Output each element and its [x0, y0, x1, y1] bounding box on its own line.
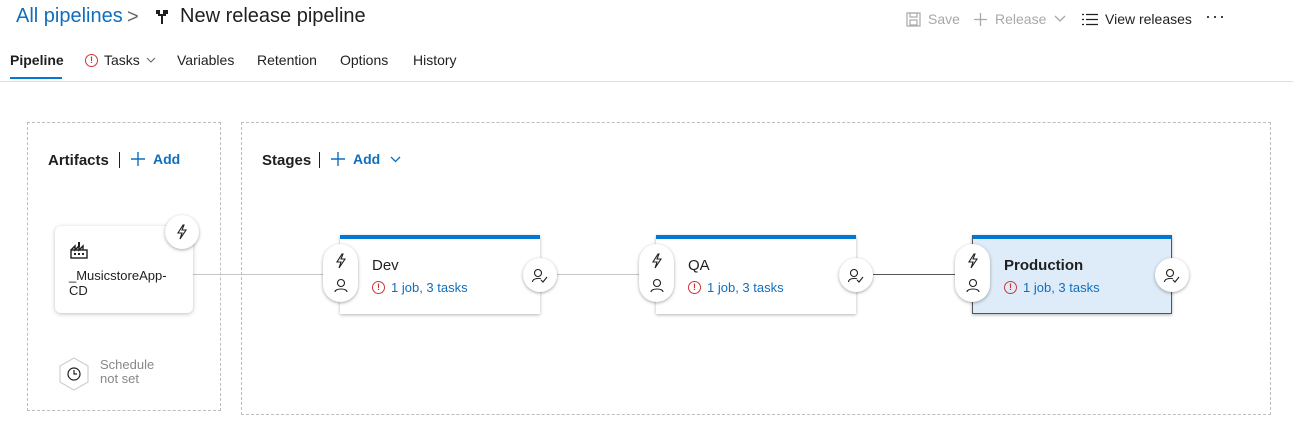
- schedule-status: Schedule not set: [100, 358, 154, 386]
- save-icon: [906, 11, 921, 27]
- divider: [319, 152, 320, 168]
- chevron-down-icon: [1054, 15, 1066, 22]
- lightning-icon: [335, 253, 346, 269]
- release-pipeline-icon: [156, 10, 168, 24]
- stages-panel: [241, 122, 1271, 415]
- stages-title: Stages: [262, 152, 312, 169]
- stage-tasks-label: 1 job, 3 tasks: [391, 280, 468, 295]
- stage-tasks-label: 1 job, 3 tasks: [1023, 280, 1100, 295]
- add-artifact-label: Add: [153, 151, 181, 167]
- tab-options[interactable]: Options: [340, 52, 389, 68]
- plus-icon: [974, 12, 987, 26]
- lightning-icon: [651, 253, 662, 269]
- connector-line: [873, 274, 955, 275]
- stage-name: QA: [688, 257, 710, 274]
- list-icon: [1082, 13, 1098, 25]
- person-icon: [333, 278, 348, 293]
- stage-tasks-link[interactable]: ! 1 job, 3 tasks: [1004, 280, 1100, 295]
- stage-name: Production: [1004, 257, 1084, 274]
- artifact-name: _MusicstoreApp-CD: [69, 268, 167, 298]
- post-deployment-approvals-button[interactable]: [523, 258, 557, 292]
- tab-retention[interactable]: Retention: [257, 52, 317, 68]
- schedule-line-1: Schedule: [100, 357, 155, 372]
- lightning-icon: [967, 253, 978, 269]
- pre-deployment-conditions[interactable]: [639, 244, 674, 302]
- connector-line: [557, 274, 639, 275]
- person-check-icon: [1164, 268, 1180, 283]
- build-artifact-icon: [70, 242, 88, 259]
- plus-icon: [331, 152, 345, 166]
- artifacts-title: Artifacts: [48, 152, 109, 169]
- stage-tasks-link[interactable]: ! 1 job, 3 tasks: [688, 280, 784, 295]
- breadcrumb-all-pipelines[interactable]: All pipelines: [16, 5, 123, 27]
- breadcrumb-chevron: >: [127, 6, 139, 28]
- continuous-deployment-trigger-button[interactable]: [165, 215, 199, 249]
- tabs-divider: [0, 81, 1293, 82]
- release-label: Release: [995, 11, 1047, 27]
- add-stage-button[interactable]: Add: [331, 151, 401, 167]
- stage-card-qa[interactable]: [656, 235, 856, 314]
- page-title: New release pipeline: [180, 5, 366, 27]
- person-icon: [965, 278, 980, 293]
- release-button[interactable]: Release: [973, 9, 1066, 29]
- divider: [119, 152, 120, 168]
- post-deployment-approvals-button[interactable]: [839, 258, 873, 292]
- person-icon: [649, 278, 664, 293]
- tab-pipeline[interactable]: Pipeline: [10, 52, 64, 68]
- plus-icon: [131, 152, 145, 166]
- schedule-button[interactable]: [56, 356, 92, 392]
- stage-name: Dev: [372, 257, 399, 274]
- pre-deployment-conditions[interactable]: [323, 244, 358, 302]
- stage-card-production[interactable]: [972, 235, 1172, 314]
- more-options-button[interactable]: ···: [1205, 6, 1226, 26]
- chevron-down-icon: [146, 57, 156, 63]
- view-releases-label: View releases: [1105, 11, 1192, 27]
- active-tab-indicator: [10, 77, 62, 79]
- error-icon: !: [85, 53, 98, 67]
- person-check-icon: [848, 268, 864, 283]
- add-artifact-button[interactable]: Add: [131, 151, 180, 167]
- schedule-line-2: not set: [100, 371, 140, 386]
- tab-history[interactable]: History: [413, 52, 457, 68]
- lightning-icon: [177, 224, 188, 240]
- error-icon: !: [688, 281, 701, 294]
- tab-variables[interactable]: Variables: [177, 52, 235, 68]
- tab-tasks[interactable]: ! Tasks: [85, 52, 156, 68]
- add-stage-label: Add: [353, 151, 381, 167]
- view-releases-button[interactable]: View releases: [1082, 9, 1192, 29]
- error-icon: !: [1004, 281, 1017, 294]
- chevron-down-icon: [390, 156, 401, 162]
- pre-deployment-conditions[interactable]: [955, 244, 990, 302]
- connector-line: [193, 274, 323, 275]
- artifacts-panel: [27, 122, 221, 411]
- stage-tasks-label: 1 job, 3 tasks: [707, 280, 784, 295]
- stage-tasks-link[interactable]: ! 1 job, 3 tasks: [372, 280, 468, 295]
- save-label: Save: [928, 11, 960, 27]
- error-icon: !: [372, 281, 385, 294]
- tab-tasks-label: Tasks: [104, 52, 140, 68]
- post-deployment-approvals-button[interactable]: [1155, 258, 1189, 292]
- save-button[interactable]: Save: [906, 9, 960, 29]
- stage-card-dev[interactable]: [340, 235, 540, 314]
- person-check-icon: [532, 268, 548, 283]
